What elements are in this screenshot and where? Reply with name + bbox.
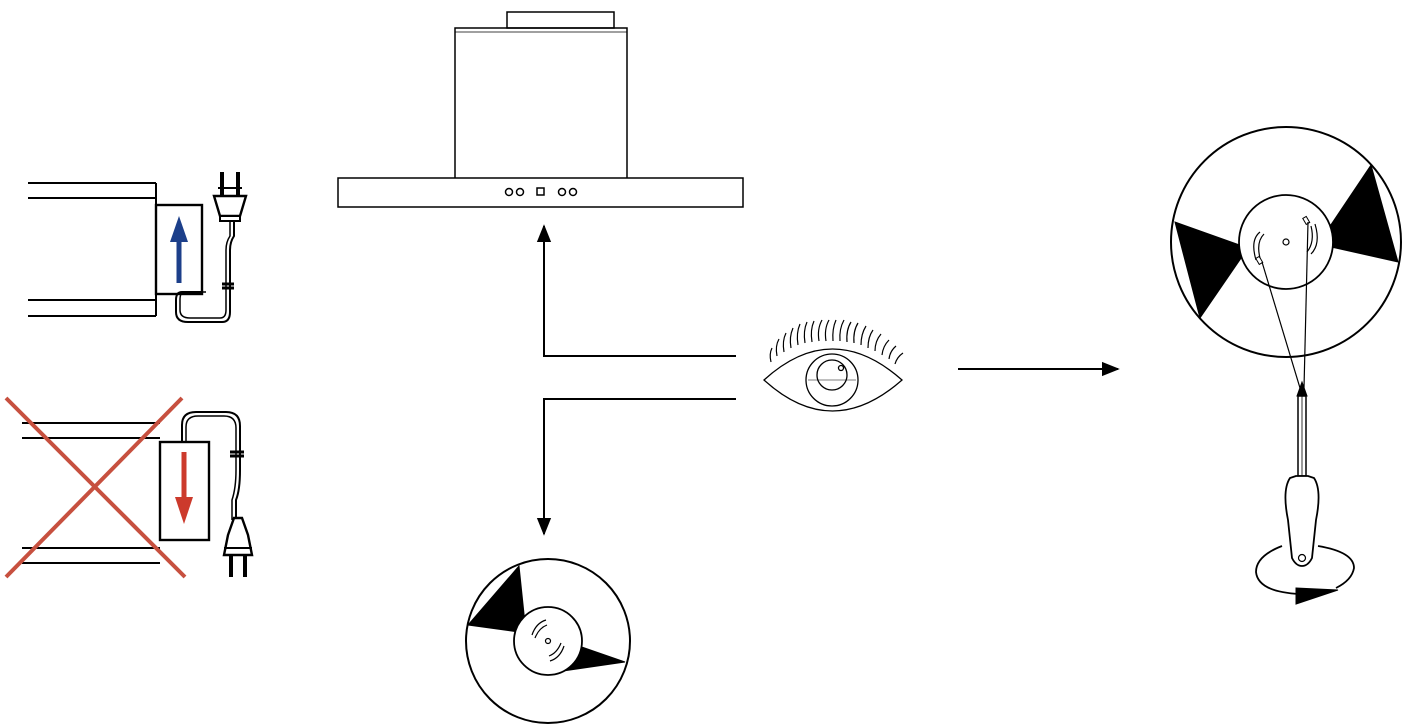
adapter-box — [158, 440, 211, 542]
correct-plug-panel — [28, 172, 248, 323]
control-knob — [568, 187, 578, 197]
control-knob — [557, 187, 567, 197]
eyelashes — [769, 319, 904, 365]
down-arrow-icon — [175, 452, 193, 524]
disc-icon — [465, 558, 631, 724]
plug-icon — [212, 172, 248, 222]
connector-to-hood — [536, 224, 736, 357]
control-knob — [515, 187, 525, 197]
control-knob — [504, 187, 514, 197]
cross-icon — [4, 396, 187, 579]
up-arrow-icon — [170, 216, 188, 283]
connector-to-disc — [536, 398, 736, 536]
rail-bottom — [28, 294, 157, 317]
rail-bottom — [22, 547, 160, 564]
adapter-box — [154, 203, 204, 296]
eye-icon — [763, 319, 904, 412]
power-cord — [175, 218, 235, 323]
incorrect-plug-panel — [4, 396, 254, 579]
adjustment-panel — [1170, 126, 1402, 605]
screwdriver-icon — [1284, 380, 1320, 567]
power-cord — [181, 411, 244, 520]
plug-icon — [222, 516, 254, 577]
rail-top — [28, 182, 157, 205]
hood-collar — [506, 11, 615, 29]
range-hood-icon — [337, 11, 744, 208]
rotate-arrow-icon — [1255, 545, 1355, 605]
hood-control-panel — [504, 187, 578, 197]
hood-chimney — [454, 27, 628, 178]
hood-canopy — [337, 177, 744, 208]
control-switch — [536, 187, 545, 196]
